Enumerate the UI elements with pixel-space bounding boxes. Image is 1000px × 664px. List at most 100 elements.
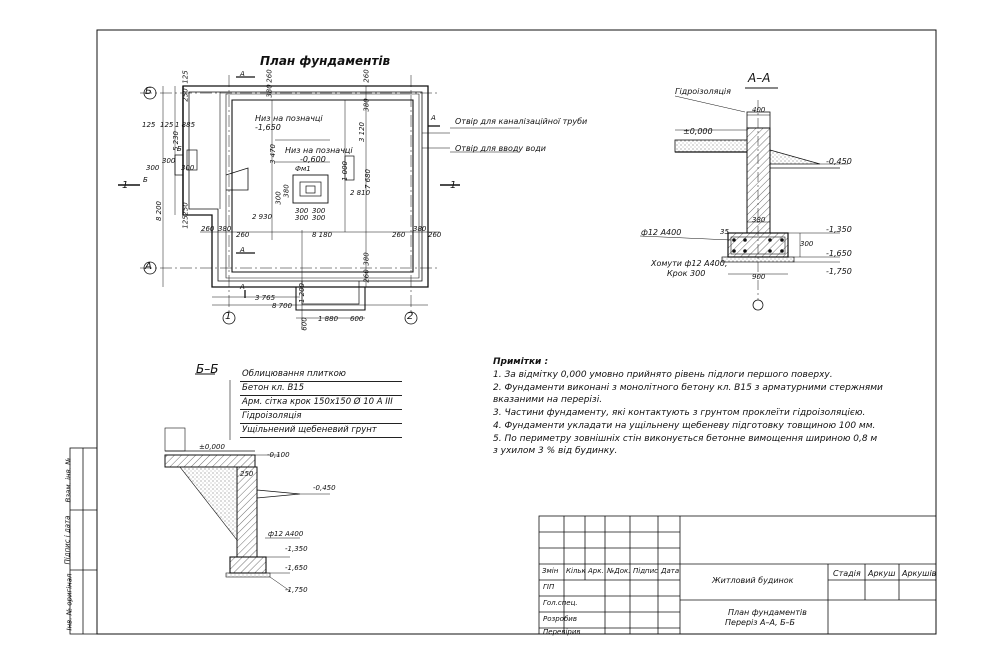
dim-600-b: 600: [300, 317, 309, 331]
aa-rebar: ф12 А400: [641, 228, 682, 237]
dim-1880: 1 880: [318, 315, 339, 323]
sheet-frame: [96, 29, 937, 635]
dim-125-a: 125: [142, 121, 156, 129]
cut-a-bottom: А: [240, 246, 245, 254]
dim-1000: 1 000: [341, 160, 350, 182]
tb-project: Житловий будинок: [712, 576, 794, 585]
section-aa-title: А–А: [748, 71, 771, 85]
aa-m135: -1,350: [826, 225, 852, 234]
dim-380-b: 380: [413, 225, 427, 233]
tb-sheet-title-1: План фундаментів: [728, 608, 807, 617]
dim-260-f: 260: [362, 69, 371, 83]
dim-125-c: 125: [181, 70, 190, 84]
dim-380-a: 380: [218, 225, 232, 233]
section-bb-drawing: [164, 373, 330, 592]
dim-260-g: 260: [362, 269, 371, 283]
axis-1-label: 1: [225, 311, 232, 322]
dim-260-a: 260: [201, 225, 215, 233]
tb-col-date: Дата: [661, 567, 680, 575]
aa-hydro-label: Гідроізоляція: [675, 87, 731, 96]
dim-125-b: 125: [160, 121, 174, 129]
plan-title: План фундаментів: [260, 54, 391, 68]
note-line-3: вказаними на перерізі.: [493, 395, 603, 405]
dim-3470: 3 470: [269, 143, 278, 165]
dim-300-c: 300: [162, 157, 176, 165]
dim-600-a: 600: [350, 315, 364, 323]
aa-w380: 380: [752, 216, 766, 224]
dim-380-e: 380: [362, 252, 371, 266]
dim-300-h: 300: [274, 191, 283, 205]
title-block-lines: [538, 515, 937, 635]
side-stamp: [69, 447, 98, 635]
note-line-1: 1. За відмітку 0,000 умовно прийнято рів…: [493, 370, 833, 380]
dim-260-c: 260: [392, 231, 406, 239]
bb-m010: -0,100: [267, 451, 290, 459]
axis-a-label: А: [145, 261, 152, 272]
dim-2810: 2 810: [350, 189, 371, 197]
bb-layer-1: Облицювання плиткою: [240, 368, 402, 382]
tb-role-checker: Перевірив: [543, 628, 581, 636]
dim-300-e: 300: [312, 207, 326, 215]
tb-stage: Стадія: [833, 569, 861, 578]
tb-col-sheet: Арк.: [588, 567, 604, 575]
dim-250-b: 250: [181, 202, 190, 216]
cut-mark-left: 1: [122, 180, 129, 191]
dim-300-f: 300: [295, 214, 309, 222]
bb-w250: 250: [240, 470, 254, 478]
dim-7680: 7 680: [364, 168, 373, 190]
dim-300-b: 300: [181, 164, 195, 172]
tb-col-changes: Змін: [542, 567, 559, 575]
bb-layer-2: Бетон кл. В15: [240, 382, 402, 396]
sewer-hole-label: Отвір для каналізаційної труби: [455, 117, 588, 126]
tb-role-gip: ГІП: [543, 583, 555, 591]
bb-zero: ±0,000: [199, 443, 225, 451]
tb-role-chief: Гол.спец.: [543, 599, 578, 607]
dim-250-a: 250: [181, 88, 190, 102]
section-aa-drawing: [639, 87, 848, 311]
cut-b-mid: Б: [177, 145, 182, 153]
tb-sheets: Аркушів: [902, 569, 937, 578]
cut-b-left: Б: [143, 176, 148, 184]
tb-col-qty: Кільк: [566, 567, 586, 575]
bb-m175: -1,750: [285, 586, 308, 594]
note-line-5: 4. Фундаменти укладати на ущільнену щебе…: [493, 421, 876, 431]
aa-w400: 400: [752, 106, 766, 114]
tb-col-signature: Підпис: [633, 567, 659, 575]
footing-label: Фм1: [295, 165, 311, 173]
axis-b-label: Б: [145, 86, 152, 97]
bb-layer-3: Арм. сітка крок 150x150 Ø 10 А III: [240, 396, 402, 410]
aa-m045: -0,450: [826, 157, 852, 166]
aa-h300: 300: [800, 240, 814, 248]
dim-8700: 8 700: [272, 302, 293, 310]
dim-5230: 5 230: [172, 130, 181, 152]
bb-layer-4: Гідроізоляція: [240, 410, 402, 424]
side-stamp-original: Інв. № оригінал: [65, 573, 74, 631]
notes-title: Примітки :: [493, 357, 549, 367]
aa-m165: -1,650: [826, 249, 852, 258]
cut-a-right: А: [431, 114, 436, 122]
dim-1200: 1 200: [298, 282, 307, 304]
aa-m175: -1,750: [826, 267, 852, 276]
side-stamp-replace: Взам. інв. №: [64, 457, 73, 503]
dim-380-f: 380: [282, 184, 291, 198]
bb-m165: -1,650: [285, 564, 308, 572]
dim-8200: 8 200: [155, 200, 164, 222]
dim-2930: 2 930: [252, 213, 273, 221]
water-hole-label: Отвір для вводу води: [455, 144, 546, 153]
tb-sheet: Аркуш: [868, 569, 896, 578]
dim-260-b: 260: [236, 231, 250, 239]
bottom-mark-label: Низ на позначці: [255, 114, 323, 123]
section-bb-title: Б–Б: [196, 362, 219, 376]
bb-m135: -1,350: [285, 545, 308, 553]
tb-col-docno: №Док.: [607, 567, 631, 575]
foundation-plan: [118, 75, 520, 330]
note-line-6: 5. По периметру зовнішніх стін виконуєть…: [493, 434, 878, 444]
tb-role-designer: Розробив: [543, 615, 577, 623]
bottom-mark2-label: Низ на позначці: [285, 146, 353, 155]
dim-260-e: 260: [265, 69, 274, 83]
aa-step: Крок 300: [667, 269, 706, 278]
aa-w900: 900: [752, 273, 766, 281]
aa-zero: ±0,000: [683, 127, 713, 136]
aa-stirrups: Хомути ф12 А400,: [651, 259, 728, 268]
tb-sheet-title-2: Переріз А–А, Б–Б: [725, 618, 796, 627]
